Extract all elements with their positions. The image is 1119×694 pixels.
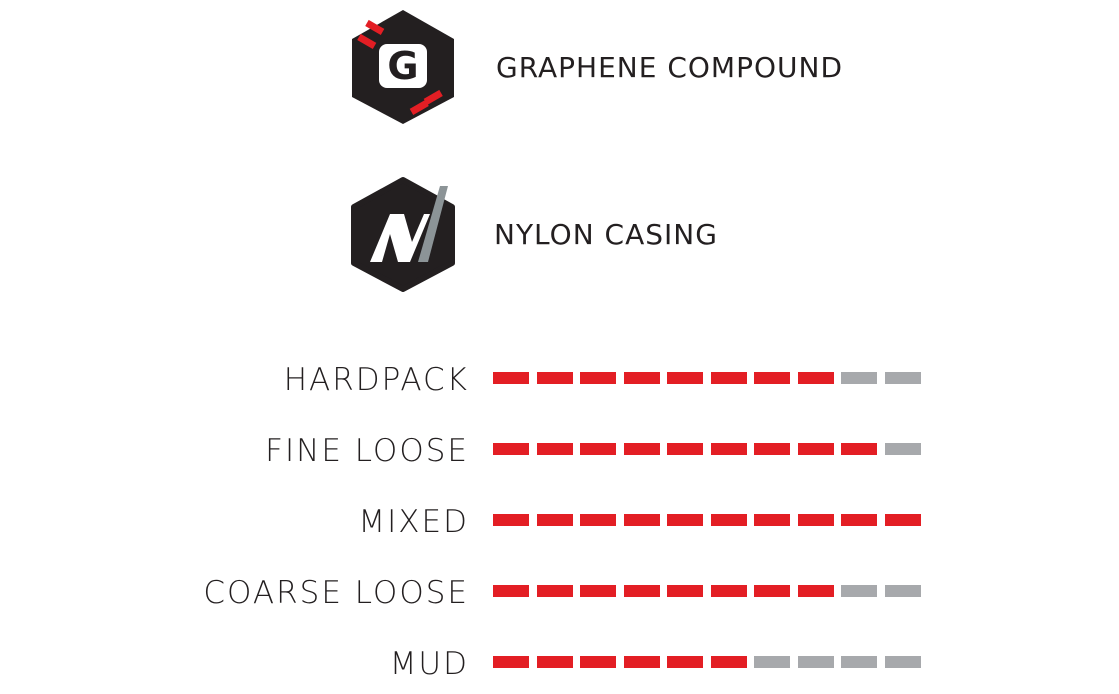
rating-segment-filled <box>493 514 529 526</box>
rating-bar <box>493 656 923 668</box>
rating-segment-empty <box>884 443 921 455</box>
rating-segment-filled <box>536 443 573 455</box>
rating-segment-filled <box>667 514 703 526</box>
rating-bar <box>493 372 923 384</box>
rating-segment-empty <box>797 656 834 668</box>
rating-segment-filled <box>710 372 747 384</box>
rating-segment-empty <box>841 656 877 668</box>
rating-bar <box>493 585 923 597</box>
rating-segment-filled <box>580 514 616 526</box>
rating-segment-filled <box>797 585 834 597</box>
rating-segment-filled <box>580 585 616 597</box>
nylon-casing-feature: NYLON CASING <box>348 176 718 292</box>
rating-bar <box>493 443 923 455</box>
rating-segment-empty <box>884 372 921 384</box>
rating-segment-filled <box>580 656 616 668</box>
rating-segment-filled <box>797 443 834 455</box>
rating-segment-filled <box>754 585 790 597</box>
rating-segment-filled <box>841 514 877 526</box>
rating-segment-filled <box>710 656 747 668</box>
rating-segment-filled <box>667 372 703 384</box>
rating-segment-filled <box>580 372 616 384</box>
rating-segment-filled <box>493 585 529 597</box>
rating-segment-filled <box>710 585 747 597</box>
rating-segment-filled <box>797 372 834 384</box>
rating-segment-filled <box>536 514 573 526</box>
rating-segment-filled <box>754 514 790 526</box>
rating-segment-filled <box>667 656 703 668</box>
rating-segment-filled <box>536 656 573 668</box>
rating-row-mixed: MIXED <box>0 492 1119 552</box>
graphene-compound-label: GRAPHENE COMPOUND <box>496 50 844 84</box>
nylon-casing-label: NYLON CASING <box>494 217 718 251</box>
rating-label: MUD <box>389 646 469 682</box>
rating-segment-filled <box>493 443 529 455</box>
rating-segment-filled <box>623 372 660 384</box>
rating-segment-filled <box>536 585 573 597</box>
rating-segment-filled <box>797 514 834 526</box>
rating-row-fine-loose: FINE LOOSE <box>0 421 1119 481</box>
rating-label: FINE LOOSE <box>265 433 469 469</box>
rating-segment-filled <box>841 443 877 455</box>
rating-segment-filled <box>623 585 660 597</box>
rating-segment-filled <box>710 443 747 455</box>
rating-segment-empty <box>884 656 921 668</box>
rating-segment-filled <box>623 443 660 455</box>
rating-row-hardpack: HARDPACK <box>0 350 1119 410</box>
rating-segment-empty <box>841 585 877 597</box>
rating-row-coarse-loose: COARSE LOOSE <box>0 563 1119 623</box>
rating-segment-empty <box>841 372 877 384</box>
graphene-compound-feature: G GRAPHENE COMPOUND <box>346 8 843 126</box>
rating-label: HARDPACK <box>283 362 469 398</box>
rating-segment-filled <box>754 372 790 384</box>
graphene-badge-icon: G <box>352 10 454 124</box>
rating-segment-filled <box>754 443 790 455</box>
rating-label: COARSE LOOSE <box>203 575 469 611</box>
rating-segment-filled <box>493 372 529 384</box>
rating-segment-filled <box>493 656 529 668</box>
rating-segment-filled <box>884 514 921 526</box>
rating-segment-filled <box>667 443 703 455</box>
rating-segment-filled <box>623 656 660 668</box>
rating-bar <box>493 514 923 526</box>
rating-label: MIXED <box>358 504 469 540</box>
nylon-badge-icon <box>351 177 455 292</box>
rating-segment-empty <box>884 585 921 597</box>
rating-segment-filled <box>536 372 573 384</box>
rating-segment-empty <box>754 656 790 668</box>
rating-segment-filled <box>710 514 747 526</box>
rating-row-mud: MUD <box>0 634 1119 694</box>
rating-segment-filled <box>623 514 660 526</box>
rating-segment-filled <box>667 585 703 597</box>
graphene-badge-letter: G <box>387 44 418 88</box>
rating-segment-filled <box>580 443 616 455</box>
